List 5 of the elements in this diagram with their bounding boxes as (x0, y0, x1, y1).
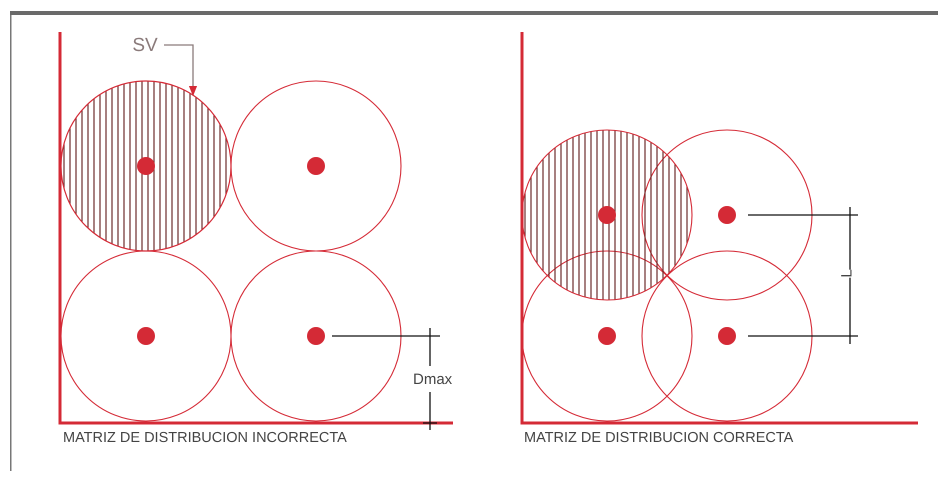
leader-arrow (164, 44, 198, 96)
caption: MATRIZ DE DISTRIBUCION INCORRECTA (63, 431, 347, 446)
callout-label: SV (132, 36, 158, 54)
caption: MATRIZ DE DISTRIBUCION CORRECTA (524, 431, 794, 446)
dimension-label: Dmax (413, 372, 452, 387)
